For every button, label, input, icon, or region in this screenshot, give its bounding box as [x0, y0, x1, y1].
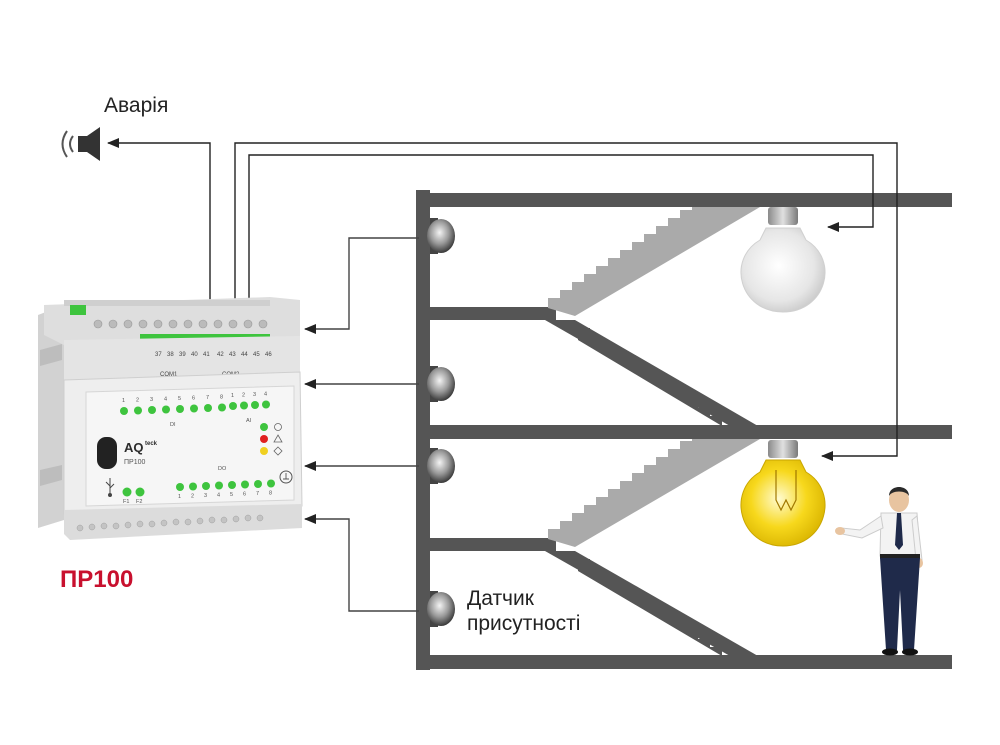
f2-label: F2 — [136, 499, 142, 505]
building-floor-3 — [416, 307, 556, 320]
error-led — [260, 435, 268, 443]
device-sensor-window — [97, 437, 117, 469]
device-top-screws — [93, 319, 268, 329]
svg-text:41: 41 — [203, 352, 210, 358]
svg-text:6: 6 — [192, 396, 195, 402]
device-status-leds — [260, 423, 283, 456]
building-roof — [416, 193, 952, 207]
svg-text:43: 43 — [229, 352, 236, 358]
svg-text:3: 3 — [150, 397, 153, 403]
lower-staircase-down-steps — [578, 559, 722, 656]
svg-text:4: 4 — [264, 392, 267, 398]
person-figure — [835, 487, 923, 656]
presence-sensor-label-line1: Датчик — [467, 587, 534, 610]
wiring — [107, 138, 898, 612]
device-bottom-screws — [76, 514, 264, 532]
ground-symbol-icon — [279, 470, 293, 484]
svg-text:40: 40 — [191, 352, 198, 358]
device-bottom-terminal-block — [64, 504, 302, 540]
controller-device: 37 38 39 40 41 42 43 44 45 46 COM1 COM2 … — [38, 297, 303, 540]
device-di-leds — [120, 403, 226, 415]
building-floor-1 — [416, 538, 556, 551]
svg-text:3: 3 — [253, 392, 256, 398]
svg-text:5: 5 — [178, 396, 181, 402]
lower-staircase-up — [548, 439, 760, 547]
building — [416, 190, 952, 670]
svg-text:8: 8 — [220, 395, 223, 401]
usb-icon — [105, 478, 115, 497]
device-middle-tier — [64, 336, 300, 382]
speaker-icon — [61, 127, 100, 161]
svg-text:3: 3 — [204, 493, 207, 499]
lamp-on — [740, 440, 826, 547]
svg-text:ПР100: ПР100 — [124, 459, 145, 466]
device-ai-leds — [229, 400, 270, 410]
device-led-numbers: 1 2 3 4 5 6 7 8 1 2 3 4 DI AI — [122, 392, 267, 429]
alarm-label: Аварія — [104, 94, 169, 117]
svg-text:4: 4 — [217, 493, 220, 499]
presence-sensor-floor-2 — [427, 366, 455, 402]
svg-text:7: 7 — [256, 491, 259, 497]
svg-text:7: 7 — [206, 395, 209, 401]
presence-sensor-label-line2: присутності — [467, 612, 581, 635]
svg-text:4: 4 — [164, 397, 167, 403]
svg-text:2: 2 — [191, 494, 194, 500]
svg-text:39: 39 — [179, 352, 186, 358]
warning-led — [260, 447, 268, 455]
svg-text:2: 2 — [136, 398, 139, 404]
wire-sensor-1 — [304, 514, 419, 612]
svg-text:1: 1 — [178, 494, 181, 500]
svg-text:AQ: AQ — [124, 440, 144, 455]
svg-text:1: 1 — [231, 393, 234, 399]
svg-text:DI: DI — [170, 422, 176, 428]
svg-text:5: 5 — [230, 492, 233, 498]
presence-sensors — [427, 218, 455, 627]
svg-text:1: 1 — [122, 398, 125, 404]
device-caption: ПР100 — [60, 566, 134, 593]
wire-alarm — [107, 138, 211, 300]
wire-lamp-top — [248, 154, 874, 300]
building-ground — [416, 655, 952, 669]
svg-text:37: 37 — [155, 352, 162, 358]
power-symbol-icon — [274, 423, 282, 431]
wire-sensor-3 — [304, 237, 419, 334]
presence-sensor-floor-1b — [427, 448, 455, 484]
svg-text:DO: DO — [218, 466, 227, 472]
svg-text:8: 8 — [269, 491, 272, 497]
device-front-display — [85, 385, 295, 507]
svg-text:teck: teck — [145, 441, 158, 447]
presence-sensor-label: Датчик присутності — [467, 586, 580, 636]
wire-lamp-bottom — [234, 142, 898, 461]
svg-text:42: 42 — [217, 352, 224, 358]
lamp-off — [740, 207, 826, 313]
upper-staircase-down-steps — [578, 328, 722, 426]
svg-text:AI: AI — [246, 418, 252, 424]
device-do-leds — [176, 479, 275, 491]
warning-triangle-icon — [273, 434, 283, 443]
f2-button[interactable] — [135, 487, 145, 497]
svg-text:44: 44 — [241, 352, 248, 358]
svg-text:45: 45 — [253, 352, 260, 358]
power-led — [260, 423, 268, 431]
device-do-numbers: 1 2 3 4 5 6 7 8 DO — [178, 466, 272, 500]
f1-label: F1 — [123, 499, 129, 505]
upper-staircase-up — [548, 207, 760, 316]
presence-sensor-floor-3 — [427, 218, 455, 254]
svg-text:2: 2 — [242, 393, 245, 399]
svg-text:6: 6 — [243, 492, 246, 498]
svg-text:COM1: COM1 — [160, 372, 178, 378]
f1-button[interactable] — [122, 487, 132, 497]
building-floor-2 — [416, 425, 952, 439]
svg-text:38: 38 — [167, 352, 174, 358]
svg-text:46: 46 — [265, 352, 272, 358]
device-top-green-connector — [70, 305, 86, 315]
diamond-icon — [273, 446, 283, 456]
device-brand-logo: AQ teck ПР100 — [124, 440, 158, 466]
presence-sensor-floor-1 — [427, 591, 455, 627]
upper-staircase-down — [545, 320, 758, 426]
